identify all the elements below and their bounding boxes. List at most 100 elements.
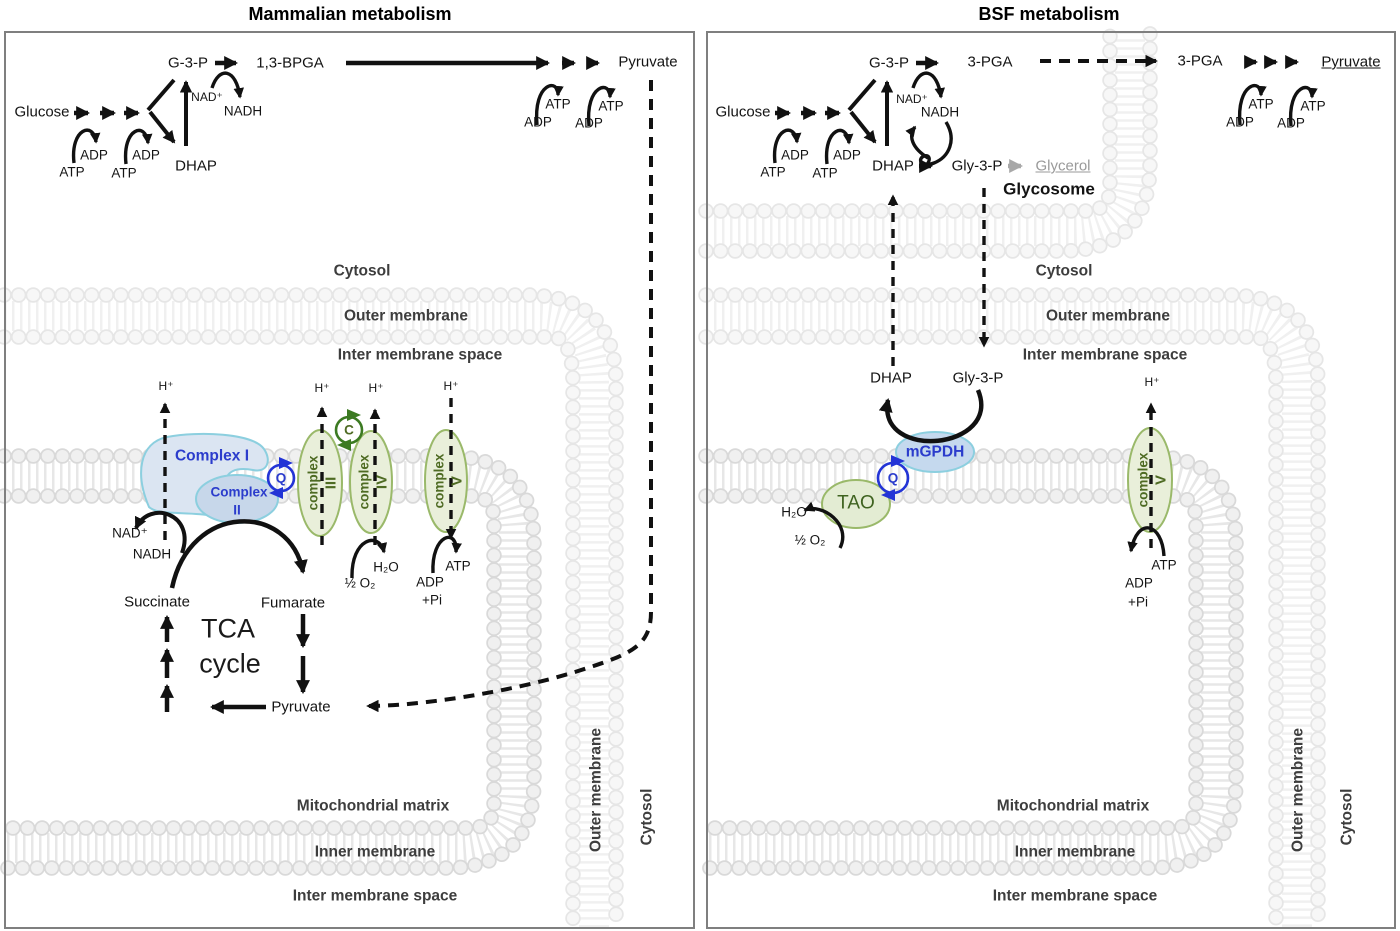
left-panel-frame [4, 31, 695, 929]
outer-membrane-vertical-label-left: Outer membrane [587, 727, 605, 853]
nadh-label: NADH [132, 546, 172, 562]
atp-label: ATP [1248, 96, 1274, 112]
adp-label: ADP [1226, 114, 1254, 130]
pi-label: +Pi [422, 592, 442, 608]
cytosol-label-left: Cytosol [333, 262, 391, 280]
outer-membrane-right [698, 287, 1326, 931]
g3p-label: G-3-P [167, 54, 209, 72]
h-plus-label: H⁺ [158, 379, 174, 393]
right-panel-frame [706, 31, 1396, 929]
h-plus-label: H⁺ [1144, 375, 1160, 389]
cytosol-label-right: Cytosol [1035, 262, 1093, 280]
glycosome-label: Glycosome [1003, 179, 1095, 199]
atp-label: ATP [1151, 557, 1177, 573]
outer-membrane-left [0, 287, 624, 931]
atp-label: ATP [59, 164, 85, 180]
atp-label: ATP [545, 96, 571, 112]
dhap-label: DHAP [175, 157, 217, 175]
complex-v-numeral: V [448, 475, 466, 487]
pga-cytosol-label: 3-PGA [1177, 52, 1223, 70]
inner-membrane-label-left: Inner membrane [314, 843, 436, 861]
bpga-label: 1,3-BPGA [256, 54, 324, 72]
mgpdh-label: mGPDH [905, 443, 965, 461]
q-label: Q [275, 470, 287, 486]
outer-membrane-vertical-label-right: Outer membrane [1289, 727, 1307, 853]
h2o-label: H₂O [781, 504, 807, 520]
adp-label: ADP [524, 114, 552, 130]
tao-label: TAO [837, 492, 875, 514]
oxphos-arrows-left [134, 510, 462, 589]
adp-label: ADP [833, 147, 861, 163]
complex-v-numeral-right: V [1152, 474, 1170, 486]
atp-label: ATP [111, 165, 137, 181]
complex-iii-word: complex [305, 455, 321, 511]
pga-glycosome-label: 3-PGA [967, 53, 1013, 71]
outer-membrane-label-left: Outer membrane [343, 307, 469, 325]
glycosome-transport-dashed-arrows [887, 188, 990, 366]
adp-label: ADP [80, 147, 108, 163]
right-panel-title: BSF metabolism [978, 4, 1120, 24]
atp-label: ATP [598, 98, 624, 114]
inner-membrane-right [698, 448, 1244, 876]
complex-v-word-right: complex [1135, 452, 1151, 508]
complex-iv-numeral: IV [373, 474, 391, 490]
tca-arrows-left [160, 614, 310, 714]
h-plus-label: H⁺ [443, 379, 459, 393]
succinate-label: Succinate [124, 593, 190, 611]
q-cycle-icon-left [266, 457, 296, 499]
q-cycle-icon-right [876, 455, 910, 501]
dhap-ims-label: DHAP [870, 369, 912, 387]
inner-membrane-left [0, 448, 542, 876]
complex-ii-numeral: II [233, 502, 241, 518]
left-panel-title: Mammalian metabolism [248, 4, 452, 24]
g3p-label: G-3-P [868, 54, 910, 72]
complex-iv-word: complex [356, 454, 372, 510]
glycerol-label: Glycerol [1035, 157, 1091, 175]
inter-membrane-space-label-right: Inter membrane space [1022, 346, 1188, 364]
pi-label: +Pi [1128, 594, 1148, 610]
nad-label: NAD⁺ [896, 92, 928, 106]
atp-label: ATP [812, 165, 838, 181]
nad-label: NAD⁺ [112, 525, 148, 541]
glycolysis-arrows-right [772, 55, 1318, 173]
inter-membrane-space-bottom-label-right: Inter membrane space [992, 887, 1158, 905]
adp-label: ADP [132, 147, 160, 163]
adp-label: ADP [575, 115, 603, 131]
half-o2-label: ½ O₂ [344, 575, 376, 591]
h-plus-label: H⁺ [368, 381, 384, 395]
c-label: C [344, 422, 354, 438]
pyruvate-label: Pyruvate [1321, 53, 1381, 71]
h-plus-label: H⁺ [314, 381, 330, 395]
atp-label: ATP [445, 558, 471, 574]
cytosol-vertical-label-left: Cytosol [638, 788, 656, 846]
mito-matrix-label-right: Mitochondrial matrix [996, 797, 1150, 815]
pyruvate-tca-label: Pyruvate [271, 698, 331, 716]
proton-arrows-left [159, 398, 457, 545]
glucose-label: Glucose [14, 103, 70, 121]
nadh-label: NADH [920, 104, 960, 120]
gly3p-glycosome-label: Gly-3-P [951, 157, 1003, 175]
half-o2-label: ½ O₂ [794, 532, 826, 548]
adp-label: ADP [1277, 115, 1305, 131]
mito-matrix-label-left: Mitochondrial matrix [296, 797, 450, 815]
dhap-glycosome-label: DHAP [872, 157, 914, 175]
h2o-label: H₂O [373, 559, 399, 575]
tca-label: TCA [201, 613, 255, 644]
complex-iv-shape [349, 430, 393, 534]
nadh-label: NADH [223, 103, 263, 119]
inner-membrane-label-right: Inner membrane [1014, 843, 1136, 861]
atp-label: ATP [1300, 98, 1326, 114]
tao-shape [821, 479, 891, 529]
complex-i-label: Complex I [174, 447, 250, 465]
tca-cycle-label: cycle [199, 648, 261, 679]
nad-label: NAD⁺ [191, 90, 223, 104]
adp-label: ADP [1125, 575, 1153, 591]
inter-membrane-space-label-left: Inter membrane space [337, 346, 503, 364]
q-label: Q [887, 470, 899, 486]
cytosol-vertical-label-right: Cytosol [1338, 788, 1356, 846]
inter-membrane-space-bottom-label-left: Inter membrane space [292, 887, 458, 905]
complex-iii-shape [297, 429, 343, 537]
outer-membrane-label-right: Outer membrane [1045, 307, 1171, 325]
fumarate-label: Fumarate [260, 594, 326, 612]
